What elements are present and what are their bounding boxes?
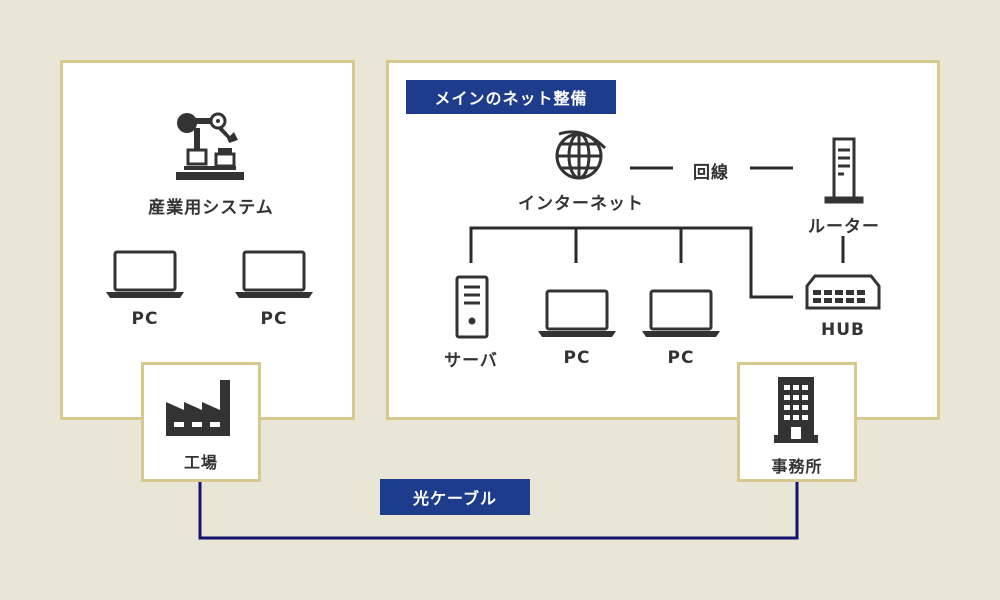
lan-bus-line: [469, 226, 793, 299]
office-pc1-label: PC: [563, 348, 591, 368]
router-label: ルーター: [808, 217, 880, 237]
office-site-label: 事務所: [771, 457, 823, 476]
factory-pc2-label: PC: [260, 309, 288, 329]
router-tower-icon: [822, 136, 866, 208]
laptop-icon: [536, 289, 618, 343]
robot-arm-icon: [174, 110, 248, 188]
industrial-system-label: 産業用システム: [148, 198, 274, 218]
hub-label: HUB: [821, 320, 865, 340]
internet-label: インターネット: [518, 194, 644, 214]
main-network-title: メインのネット整備: [406, 80, 616, 114]
laptop-icon: [640, 289, 722, 343]
hub-icon: [805, 272, 881, 316]
factory-site-label: 工場: [183, 453, 219, 472]
server-icon: [455, 275, 489, 343]
office-panel: [386, 60, 940, 420]
factory-site-box: [141, 362, 261, 482]
laptop-icon: [233, 250, 315, 304]
optical-cable-line: [198, 482, 799, 540]
laptop-icon: [104, 250, 186, 304]
globe-icon: [553, 128, 609, 188]
optical-cable-label: 光ケーブル: [380, 479, 530, 515]
office-building-icon: [770, 375, 822, 449]
line-label: 回線: [693, 163, 729, 183]
factory-icon: [164, 378, 238, 442]
server-label: サーバ: [444, 351, 498, 371]
factory-pc1-label: PC: [131, 309, 159, 329]
office-pc2-label: PC: [667, 348, 695, 368]
